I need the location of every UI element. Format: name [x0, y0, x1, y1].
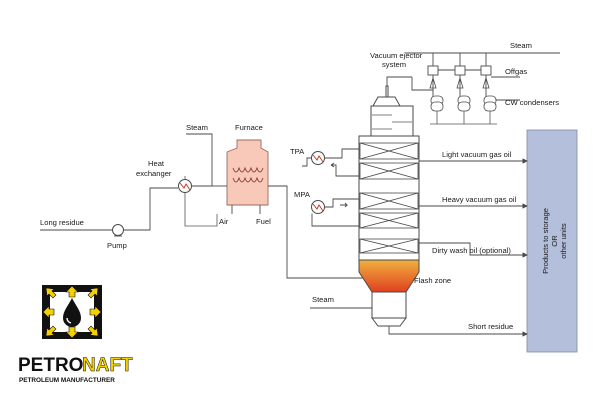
mpa-draw-line — [311, 213, 359, 227]
petronaft-logo: PETRO NAFT PETROLEUM MANUFACTURER — [18, 285, 133, 384]
flash-zone-label: Flash zone — [414, 276, 451, 285]
heat-exchanger-icon — [178, 176, 218, 227]
mpa-exchanger-icon — [311, 200, 325, 214]
products-label: Products to storage OR other units — [541, 208, 568, 274]
ejector-icon-group — [411, 53, 492, 111]
brand-tagline: PETROLEUM MANUFACTURER — [19, 377, 115, 384]
fuel-label: Fuel — [256, 217, 271, 226]
products-box — [526, 129, 578, 353]
products-label-line3: other units — [559, 223, 568, 259]
dirty-wash-oil-line — [419, 242, 528, 258]
brand-part1: PETRO — [18, 355, 83, 376]
tpa-return-line — [324, 148, 359, 159]
tpa-label: TPA — [290, 147, 305, 156]
vacuum-column — [358, 85, 420, 327]
furnace-to-column-line — [268, 185, 368, 279]
short-residue-line — [388, 326, 528, 337]
mpa-label: MPA — [294, 190, 311, 199]
cw-condensers-label: CW condensers — [505, 98, 559, 107]
furnace-steam-line — [186, 133, 213, 186]
furnace — [212, 139, 269, 206]
column-overhead-line — [386, 76, 412, 86]
bottom-steam-label: Steam — [312, 295, 334, 304]
products-label-line1: Products to storage — [541, 208, 550, 274]
mpa-return-line — [324, 198, 359, 208]
products-label-line2: OR — [550, 235, 559, 247]
dirty-wash-oil-label: Dirty wash oil (optional) — [432, 246, 511, 255]
pump-label: Pump — [107, 241, 127, 250]
heavy-vgo-label: Heavy vacuum gas oil — [442, 195, 517, 204]
flash-zone — [358, 259, 420, 293]
heat-exchanger-label-2: exchanger — [136, 169, 172, 178]
air-label: Air — [219, 217, 229, 226]
heat-exchanger-label-1: Heat — [148, 159, 165, 168]
steam-top-label: Steam — [510, 41, 532, 50]
oil-drop-arrows-icon — [42, 285, 102, 339]
furnace-steam-label: Steam — [186, 123, 208, 132]
furnace-label: Furnace — [235, 123, 263, 132]
long-residue-label: Long residue — [40, 218, 84, 227]
vacuum-ejector-label-2: system — [382, 60, 406, 69]
pump-to-exchanger-line — [124, 187, 178, 231]
cw-condenser-icons — [430, 95, 520, 125]
light-vgo-label: Light vacuum gas oil — [442, 150, 512, 159]
vacuum-ejector-label-1: Vacuum ejector — [370, 51, 423, 60]
pump-icon — [112, 224, 124, 237]
offgas-label: Offgas — [505, 67, 527, 76]
furnace-coil-icon — [232, 166, 264, 173]
short-residue-label: Short residue — [468, 322, 513, 331]
tpa-exchanger-icon — [311, 151, 325, 165]
brand-part2: NAFT — [82, 355, 133, 376]
tpa-draw-line — [331, 164, 359, 177]
